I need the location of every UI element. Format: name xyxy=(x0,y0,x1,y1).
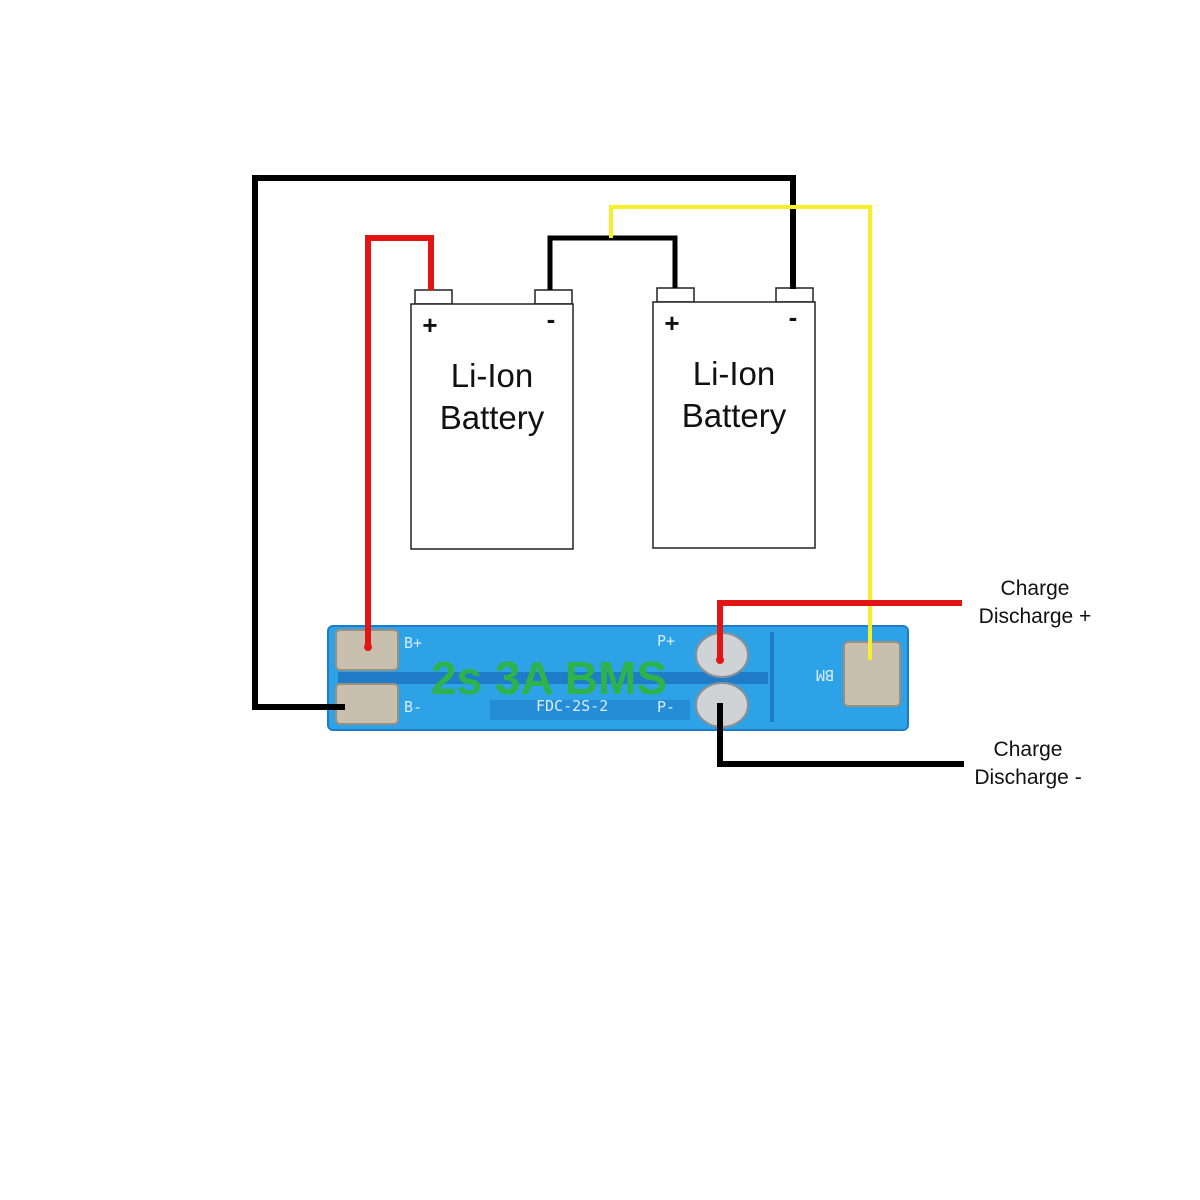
battery-1-plus-sign: + xyxy=(422,310,437,340)
silk-p-plus: P+ xyxy=(657,632,675,650)
bms-board: B+ B- P+ P- FDC-2S-2 BM 2s 3A BMS xyxy=(327,625,909,731)
bms-title: 2s 3A BMS xyxy=(431,652,667,704)
silk-b-plus: B+ xyxy=(404,634,422,652)
b-minus-pad xyxy=(335,683,399,725)
negative-terminal-label-line2: Discharge - xyxy=(974,766,1081,789)
wire-midpoint-to-bm xyxy=(609,205,872,660)
silk-b-minus: B- xyxy=(404,698,422,716)
battery-2-minus-sign: - xyxy=(789,302,798,332)
pcb-trace-divider xyxy=(770,632,774,722)
battery-1: + - Li-Ion Battery xyxy=(410,289,574,550)
silk-bm: BM xyxy=(816,666,834,684)
battery-2-label-line1: Li-Ion xyxy=(693,355,776,392)
battery-1-minus-sign: - xyxy=(547,304,556,334)
battery-2-plus-sign: + xyxy=(664,308,679,338)
wire-battery1-plus-to-b-plus xyxy=(365,235,434,647)
battery-2: + - Li-Ion Battery xyxy=(652,287,816,549)
battery-1-label-line1: Li-Ion xyxy=(451,357,534,394)
wire-series-link xyxy=(547,235,678,290)
battery-2-minus-terminal xyxy=(775,287,814,303)
battery-1-plus-terminal xyxy=(414,289,453,305)
pcb-chip-area xyxy=(490,700,690,720)
battery-1-label-line2: Battery xyxy=(440,399,545,436)
silk-p-minus: P- xyxy=(657,698,675,716)
battery-1-minus-terminal xyxy=(534,289,573,305)
positive-terminal-label-line2: Discharge + xyxy=(979,605,1092,628)
positive-terminal-label-line1: Charge xyxy=(1001,577,1070,600)
negative-terminal-label-line1: Charge xyxy=(994,738,1063,761)
battery-1-body xyxy=(410,303,574,550)
silk-model: FDC-2S-2 xyxy=(536,697,608,715)
battery-2-label-line2: Battery xyxy=(682,397,787,434)
pcb-trace xyxy=(338,672,768,684)
wire-p-minus-output xyxy=(717,703,964,767)
wire-b-minus-to-battery2-minus xyxy=(252,175,796,710)
solder-p-plus xyxy=(716,656,724,664)
solder-b-plus xyxy=(364,643,372,651)
battery-2-body xyxy=(652,301,816,549)
battery-2-plus-terminal xyxy=(656,287,695,303)
wire-p-plus-output xyxy=(717,600,962,660)
